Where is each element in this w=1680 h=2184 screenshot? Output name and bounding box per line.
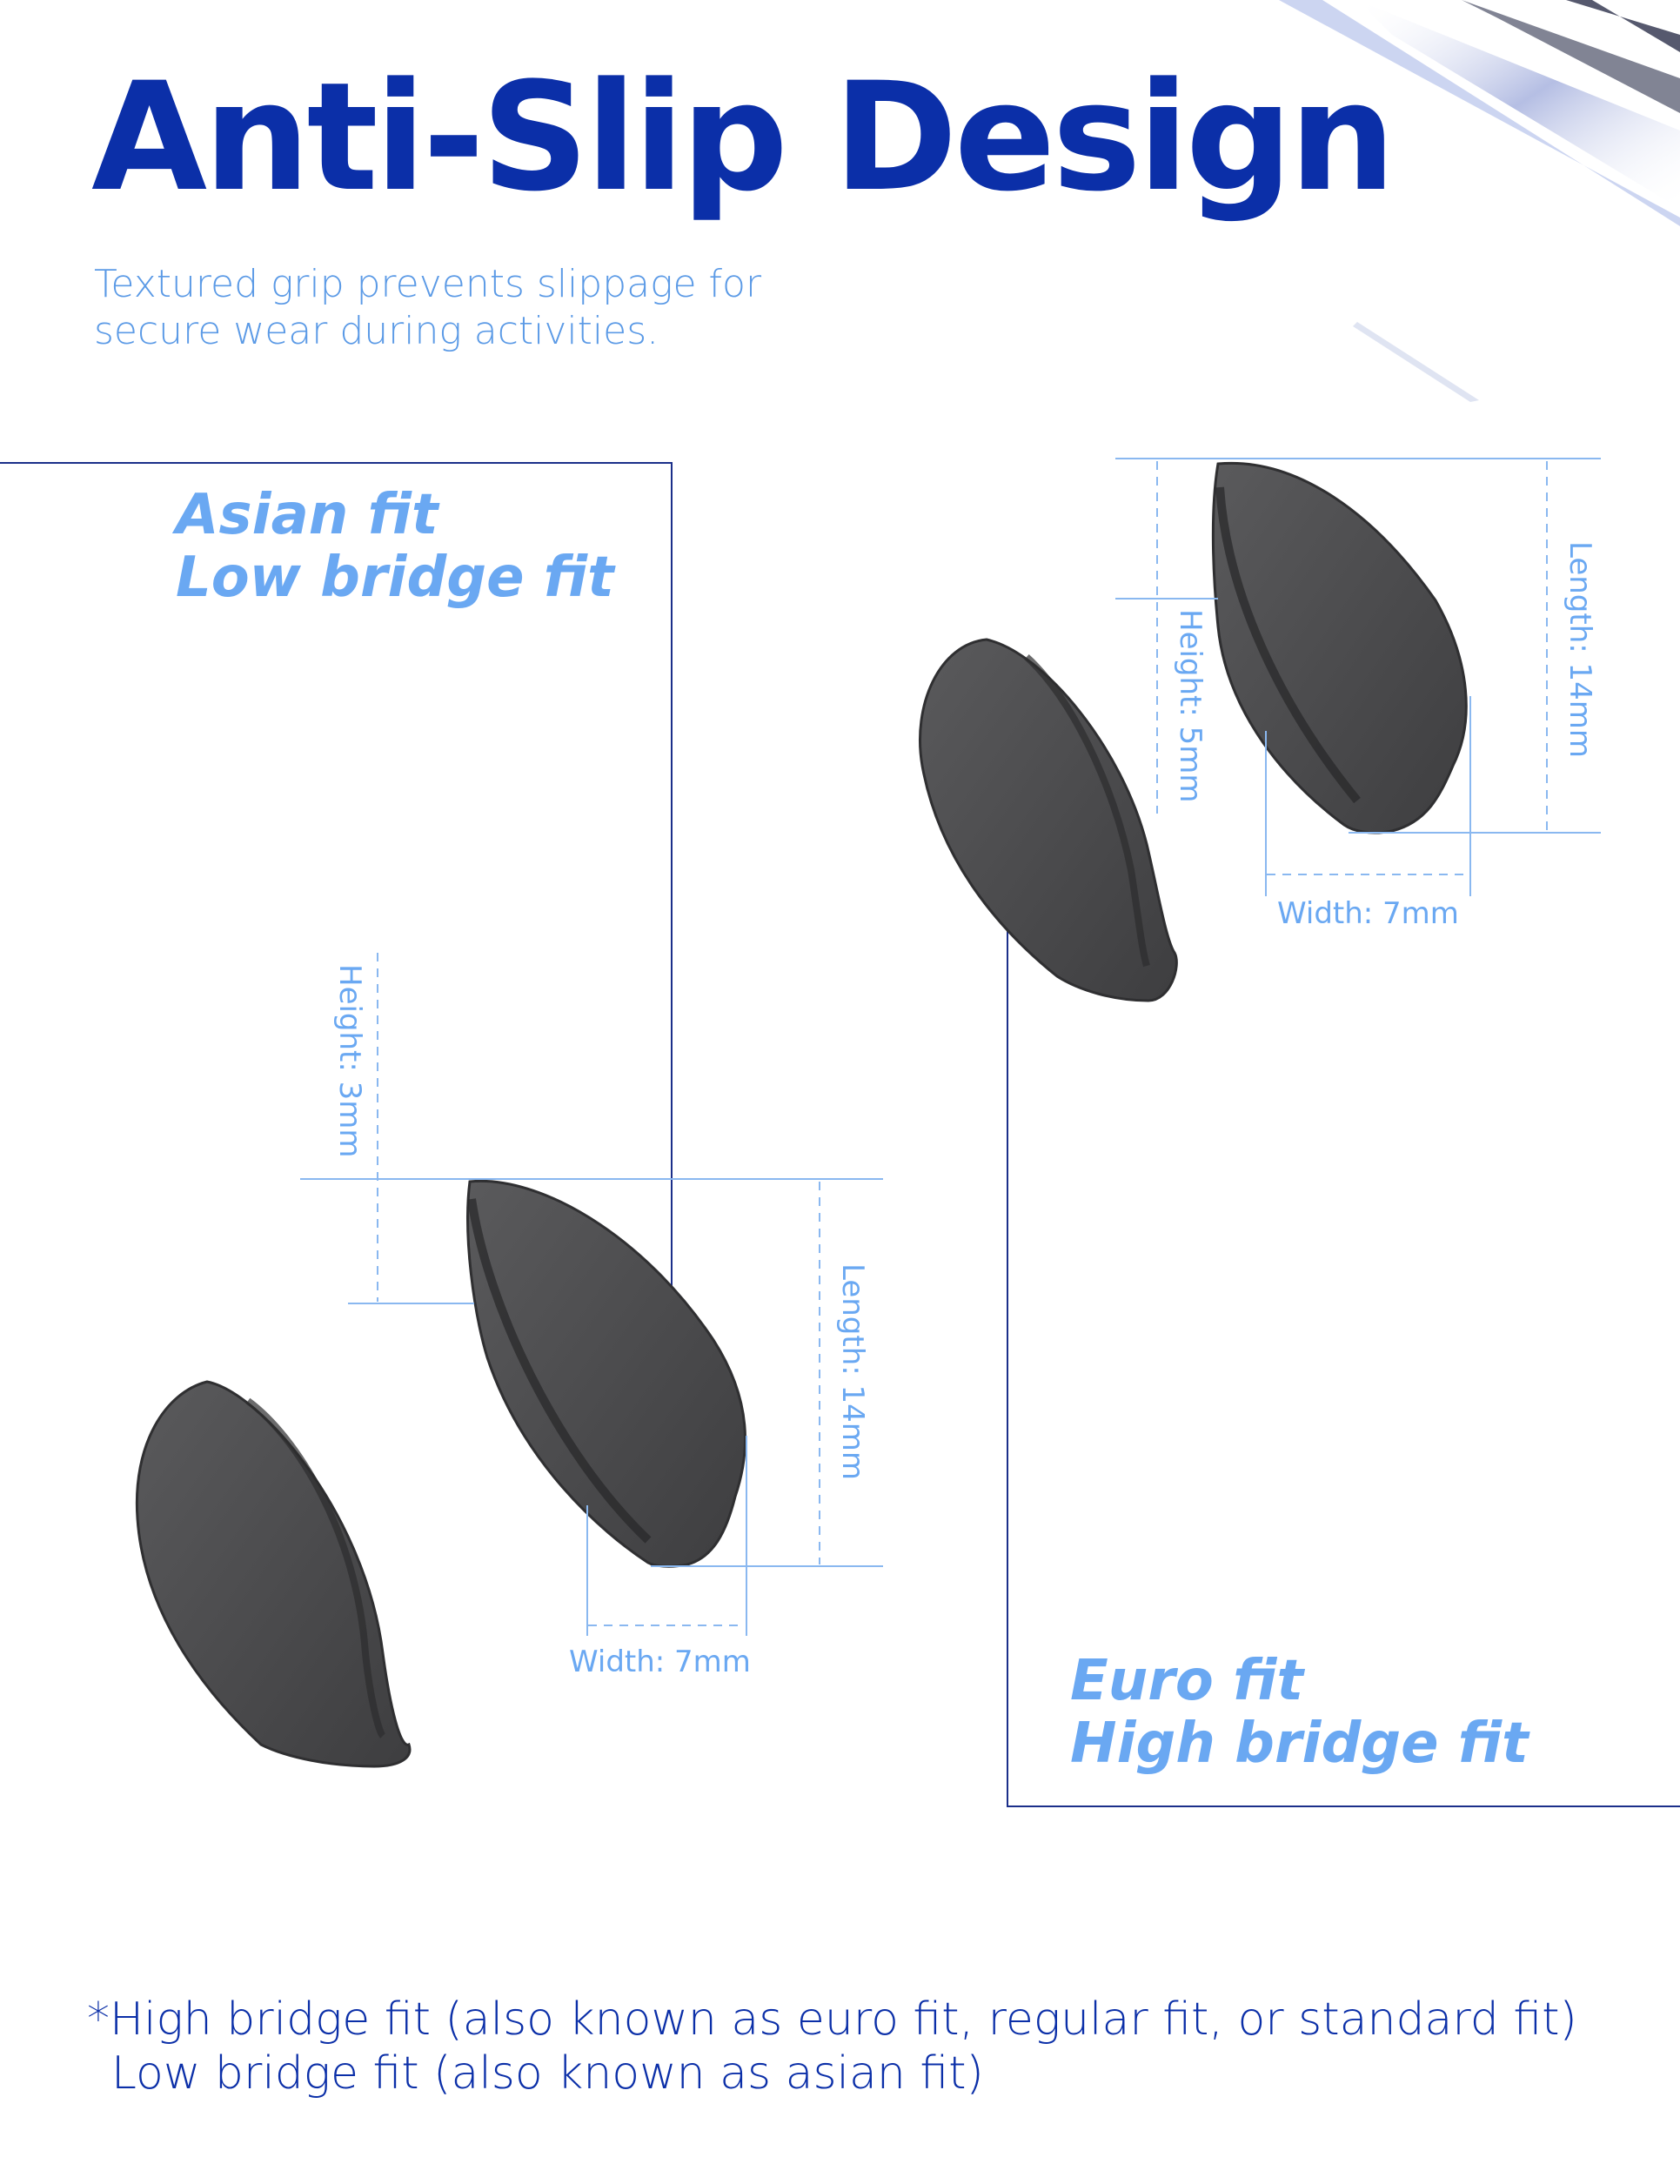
euro-fit-label: Euro fit High bridge fit [1070, 1650, 1529, 1775]
subtitle-line-1: Textured grip prevents slippage for [94, 262, 762, 306]
euro-pad-back [918, 638, 1178, 1002]
asian-length-label: Length: 14mm [835, 1263, 870, 1481]
euro-dimension-lines [1115, 458, 1601, 896]
euro-fit-label-line-1: Euro fit [1070, 1649, 1304, 1713]
euro-width-label: Width: 7mm [1277, 896, 1459, 931]
subtitle-line-2: secure wear during activities. [94, 309, 659, 353]
asian-dimension-lines [300, 953, 883, 1636]
page-title: Anti-Slip Design [91, 50, 1396, 224]
asian-pad-front [466, 1179, 747, 1568]
fit-footnote: *High bridge fit (also known as euro fit… [87, 1993, 1636, 2100]
asian-width-label: Width: 7mm [569, 1645, 751, 1679]
asian-height-label: Height: 3mm [332, 964, 367, 1158]
euro-fit-frame [1007, 797, 1680, 1807]
euro-length-label: Length: 14mm [1563, 541, 1597, 759]
euro-height-label: Height: 5mm [1173, 609, 1208, 803]
asian-fit-label: Asian fit Low bridge fit [176, 484, 614, 609]
asian-fit-label-line-2: Low bridge fit [176, 546, 614, 610]
euro-pad-front [1211, 461, 1468, 834]
asian-fit-label-line-1: Asian fit [176, 483, 438, 547]
euro-fit-label-line-2: High bridge fit [1070, 1712, 1529, 1776]
decorative-streaks [1279, 0, 1680, 402]
footnote-line-1: *High bridge fit (also known as euro fit… [87, 1993, 1577, 2046]
asian-pad-back [135, 1380, 412, 1768]
page-subtitle: Textured grip prevents slippage for secu… [94, 261, 877, 355]
footnote-line-2: Low bridge fit (also known as asian fit) [111, 2047, 984, 2100]
